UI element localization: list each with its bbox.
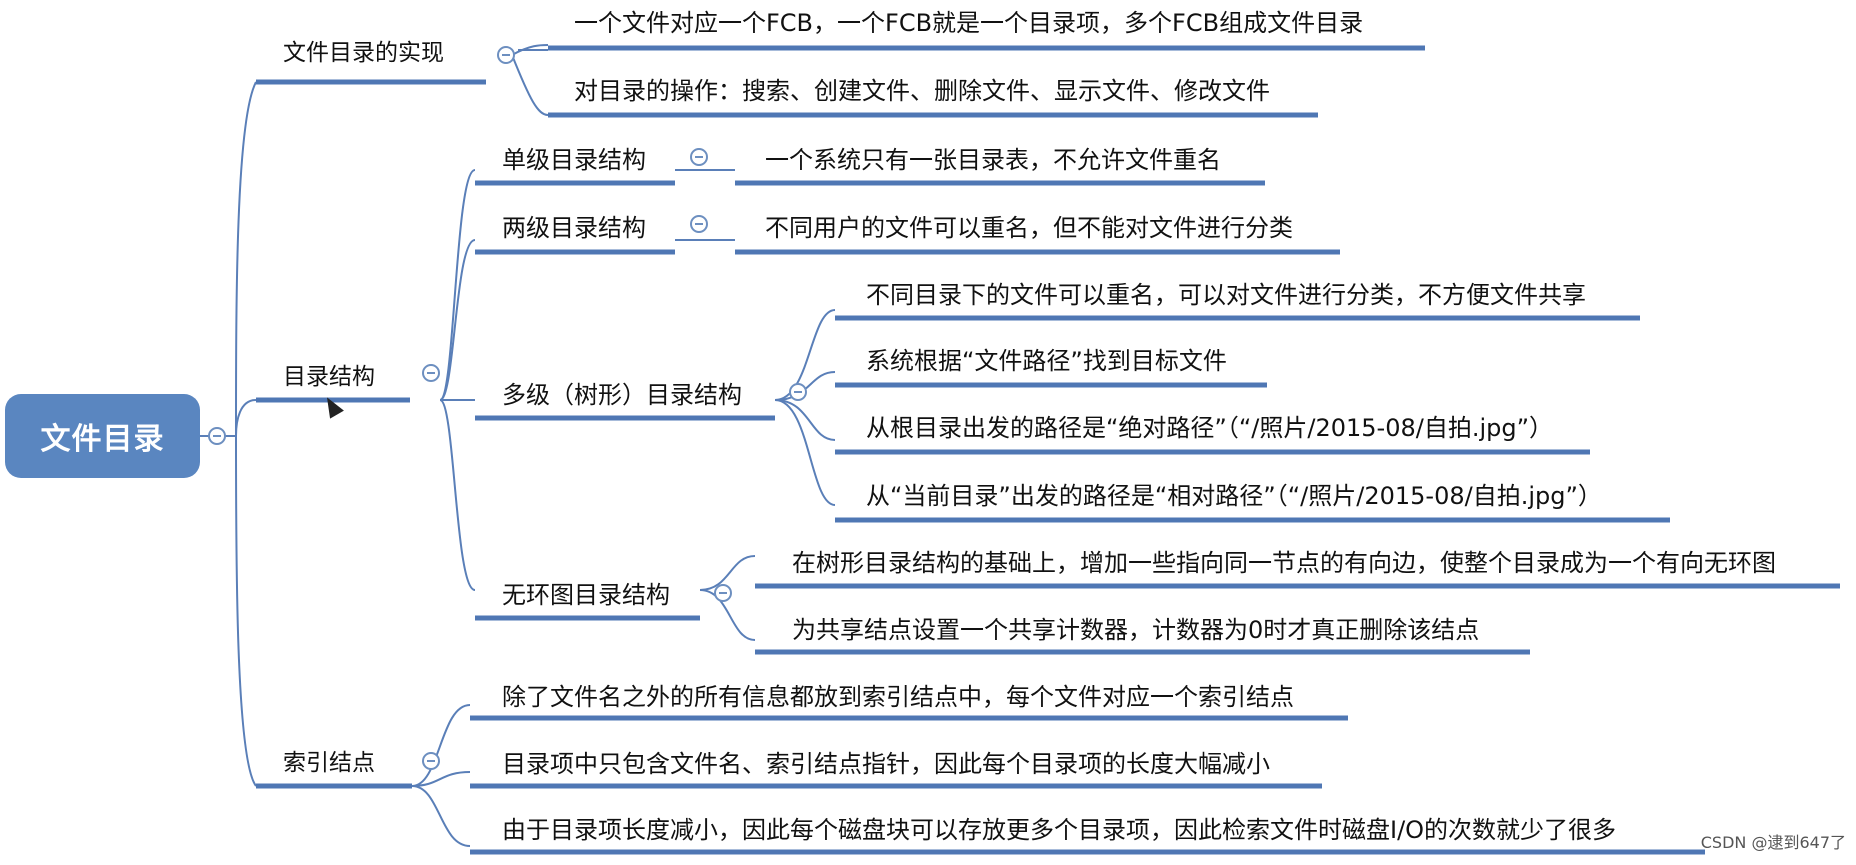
leaf-index-node-desc-1[interactable]: 除了文件名之外的所有信息都放到索引结点中，每个文件对应一个索引结点 [502,683,1294,711]
leaf-single-level-desc[interactable]: 一个系统只有一张目录表，不允许文件重名 [765,146,1221,174]
branch1-collapse-icon[interactable] [497,46,515,64]
leaf-acyclic-desc-2[interactable]: 为共享结点设置一个共享计数器，计数器为0时才真正删除该结点 [792,616,1480,644]
acyclic-collapse-icon[interactable] [714,584,732,602]
sub-acyclic-graph-directory[interactable]: 无环图目录结构 [502,581,670,609]
branch2-collapse-icon[interactable] [422,364,440,382]
leaf-multi-level-desc-3[interactable]: 从根目录出发的路径是“绝对路径”（“/照片/2015-08/自拍.jpg”） [866,414,1554,442]
multi-level-collapse-icon[interactable] [789,383,807,401]
branch-file-directory-implementation[interactable]: 文件目录的实现 [283,40,444,66]
branch-index-node[interactable]: 索引结点 [283,750,375,776]
branch-directory-structure[interactable]: 目录结构 [283,364,375,390]
leaf-multi-level-desc-2[interactable]: 系统根据“文件路径”找到目标文件 [866,347,1227,375]
sub-single-level-directory[interactable]: 单级目录结构 [502,146,646,174]
sub-multi-level-tree-directory[interactable]: 多级（树形）目录结构 [502,381,742,409]
branch3-collapse-icon[interactable] [422,752,440,770]
leaf-multi-level-desc-4[interactable]: 从“当前目录”出发的路径是“相对路径”（“/照片/2015-08/自拍.jpg”… [866,482,1602,510]
leaf-multi-level-desc-1[interactable]: 不同目录下的文件可以重名，可以对文件进行分类，不方便文件共享 [866,281,1586,309]
sub-two-level-directory[interactable]: 两级目录结构 [502,214,646,242]
watermark: CSDN @逮到647了 [1700,833,1846,852]
root-node[interactable]: 文件目录 [5,394,200,478]
leaf-index-node-desc-2[interactable]: 目录项中只包含文件名、索引结点指针，因此每个目录项的长度大幅减小 [502,750,1270,778]
leaf-index-node-desc-3[interactable]: 由于目录项长度减小，因此每个磁盘块可以存放更多个目录项，因此检索文件时磁盘I/O… [502,816,1617,844]
leaf-directory-operations[interactable]: 对目录的操作：搜索、创建文件、删除文件、显示文件、修改文件 [574,77,1270,105]
root-collapse-icon[interactable] [208,427,226,445]
leaf-two-level-desc[interactable]: 不同用户的文件可以重名，但不能对文件进行分类 [765,214,1293,242]
root-label: 文件目录 [40,422,165,457]
leaf-fcb-directory[interactable]: 一个文件对应一个FCB，一个FCB就是一个目录项，多个FCB组成文件目录 [574,9,1364,37]
two-level-collapse-icon[interactable] [690,215,708,233]
leaf-acyclic-desc-1[interactable]: 在树形目录结构的基础上，增加一些指向同一节点的有向边，使整个目录成为一个有向无环… [792,549,1776,577]
single-level-collapse-icon[interactable] [690,148,708,166]
